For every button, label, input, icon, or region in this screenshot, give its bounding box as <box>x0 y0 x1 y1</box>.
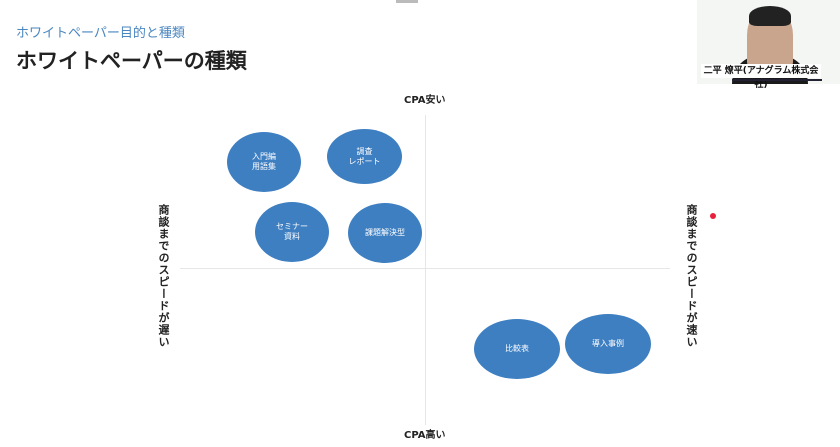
bubble-label: 調査 <box>356 146 373 156</box>
bubble-label: 比較表 <box>505 344 529 354</box>
bubble-label: 資料 <box>284 232 300 241</box>
slide-title: ホワイトペーパーの種類 <box>16 49 247 73</box>
camera-video[interactable]: 二平 燎平(アナグラム株式会社) <box>697 0 840 90</box>
bubble-label: 導入事例 <box>592 339 624 349</box>
slide-subtitle: ホワイトペーパー目的と種類 <box>16 26 185 41</box>
axis-label-top: CPA安い <box>404 95 446 106</box>
top-handle[interactable] <box>396 0 418 3</box>
presenter-name: 二平 燎平(アナグラム株式会社) <box>701 64 821 90</box>
presenter-hair <box>749 6 791 26</box>
bubble-case-study: 導入事例 <box>565 314 651 374</box>
axis-label-bottom: CPA高い <box>404 430 446 441</box>
axis-label-left: 商談までのスピードが遅い <box>157 204 170 348</box>
vertical-axis <box>425 115 426 425</box>
bubble-label: 入門編 <box>252 152 276 162</box>
bubble-label: レポート <box>348 156 381 166</box>
axis-label-right: 商談までのスピードが速い <box>685 204 698 348</box>
bubble-problem-solving: 課題解決型 <box>348 203 422 263</box>
bubble-comparison: 比較表 <box>474 319 560 379</box>
laser-pointer <box>710 213 716 219</box>
name-underline <box>732 79 822 81</box>
bubble-seminar: セミナー資料 <box>255 202 329 262</box>
bubble-label: 用語集 <box>252 162 276 171</box>
bubble-research-report: 調査レポート <box>327 129 402 184</box>
bubble-intro-glossary: 入門編用語集 <box>227 132 301 192</box>
bubble-label: セミナー <box>276 222 308 232</box>
bubble-label: 課題解決型 <box>365 228 405 238</box>
